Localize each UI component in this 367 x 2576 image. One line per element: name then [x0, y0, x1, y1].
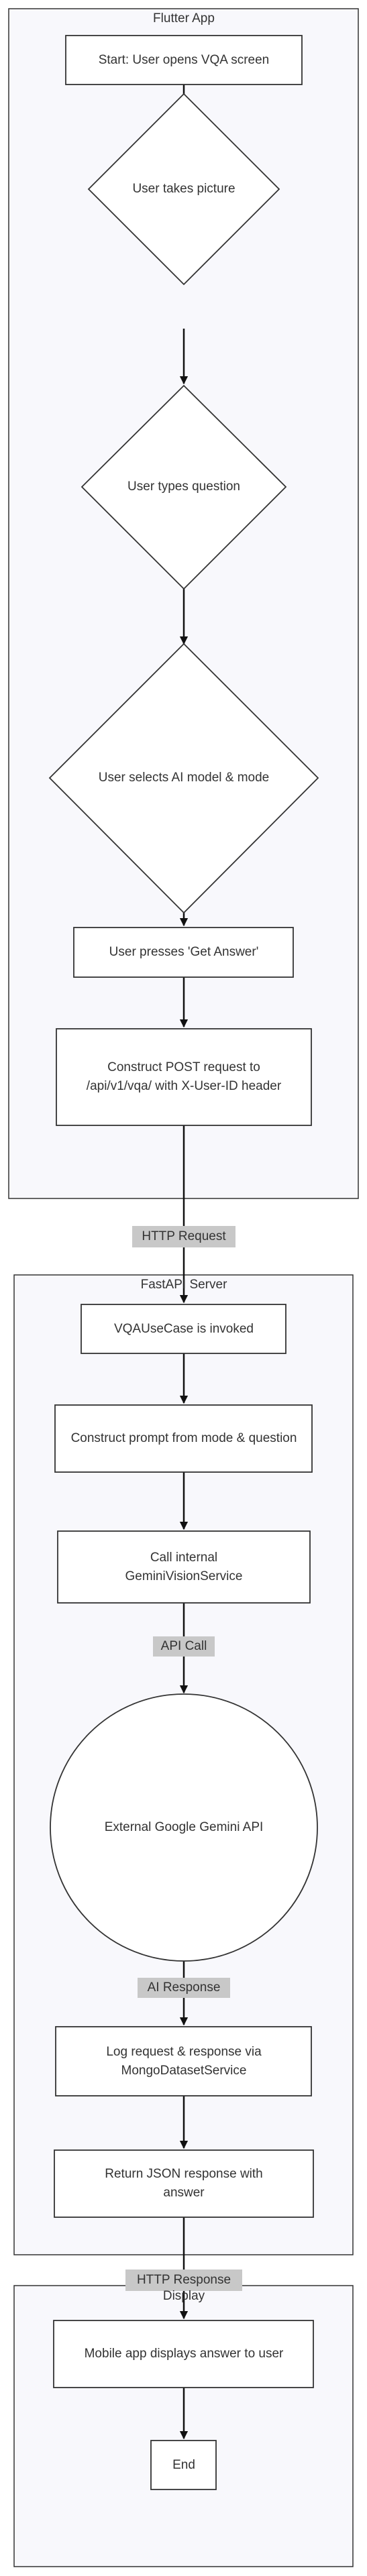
node-start-shape [65, 35, 303, 85]
edge-label-bg-ai-response [138, 1978, 230, 1998]
node-external-api-label: External Google Gemini API [104, 1820, 264, 1834]
node-end-shape [150, 2440, 217, 2490]
edge-label-api-call: API Call [160, 1639, 207, 1653]
node-log-request-label: Log request & response via MongoDatasetS… [106, 2045, 262, 2078]
edge-label-bg-http-response [125, 2270, 242, 2291]
node-construct-prompt-shape [54, 1404, 313, 1473]
edge-label-ai-response: AI Response [147, 1980, 221, 1995]
node-start-label: Start: User opens VQA screen [98, 53, 270, 67]
node-usecase-label: VQAUseCase is invoked [113, 1322, 254, 1336]
edge-label-http-request: HTTP Request [142, 1229, 226, 1243]
node-types-question-label: User types question [127, 480, 240, 494]
node-call-service-label: Call internal GeminiVisionService [125, 1551, 243, 1583]
node-presses-answer-label: User presses 'Get Answer' [109, 945, 259, 959]
node-log-request-shape [55, 2026, 312, 2096]
node-displays-answer-label: Mobile app displays answer to user [84, 2347, 284, 2361]
node-displays-answer-shape [53, 2320, 314, 2388]
node-construct-prompt-label: Construct prompt from mode & question [70, 1431, 297, 1445]
cluster-title-display: Display [162, 2289, 205, 2303]
node-external-api-shape [50, 1693, 318, 1962]
cluster-title-fastapi-server: FastAPI Server [140, 1278, 227, 1292]
node-usecase-shape [81, 1304, 286, 1354]
node-return-json-shape [54, 2149, 314, 2218]
node-construct-post-shape [56, 1028, 312, 1126]
node-end-label: End [172, 2458, 195, 2472]
node-construct-post-label: Construct POST request to /api/v1/vqa/ w… [86, 1060, 282, 1093]
cluster-title-flutter-app: Flutter App [153, 11, 215, 25]
node-takes-picture-shape [87, 93, 280, 286]
edge-label-bg-api-call [153, 1636, 215, 1657]
edge-label-bg-http-request [132, 1226, 235, 1247]
node-types-question-shape [81, 384, 287, 590]
node-selects-model-label: User selects AI model & mode [98, 771, 270, 785]
node-return-json-label: Return JSON response with answer [105, 2167, 263, 2200]
node-presses-answer-shape [73, 927, 294, 978]
edge-label-http-response: HTTP Response [136, 2273, 231, 2287]
node-takes-picture-label: User takes picture [132, 182, 235, 196]
node-call-service-shape [57, 1530, 311, 1604]
node-selects-model-shape [48, 642, 319, 914]
